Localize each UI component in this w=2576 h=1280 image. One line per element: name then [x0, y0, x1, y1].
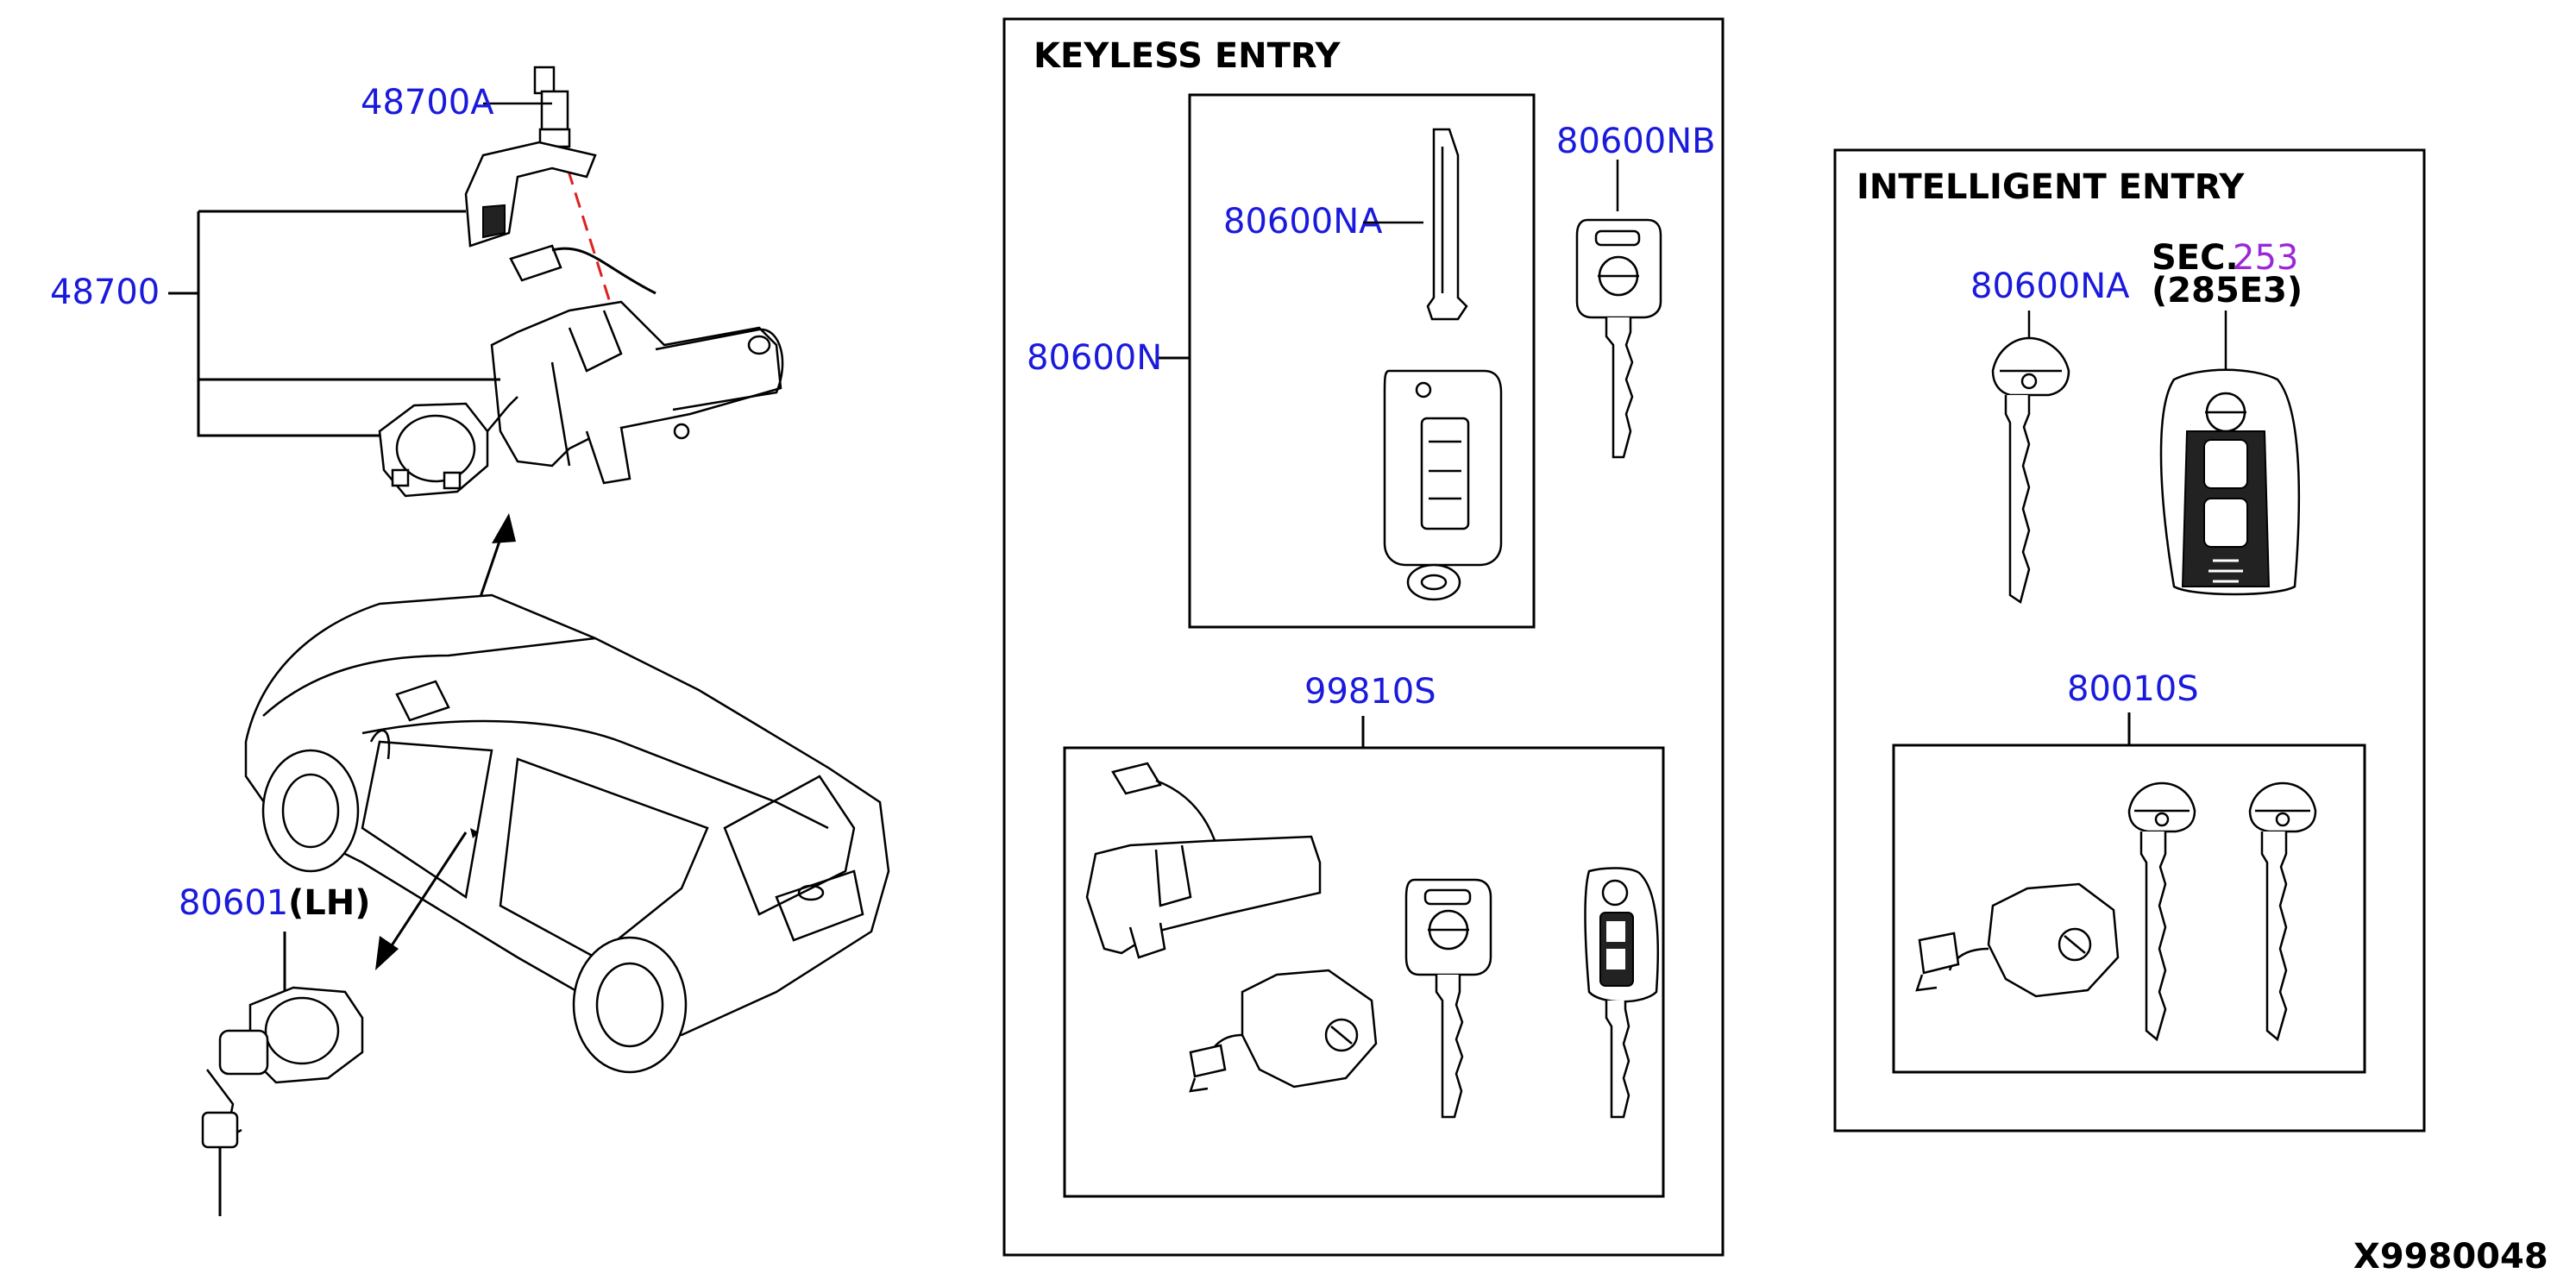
kit-99810S-box [1063, 746, 1665, 1198]
kit-intelligent-key [1584, 867, 1660, 1119]
keyless-entry-title: KEYLESS ENTRY [1034, 36, 1341, 76]
label-99810S: 99810S [1304, 672, 1436, 712]
kit-80010S-box [1892, 744, 2366, 1074]
intelligent-mechanical-key [1991, 336, 2070, 605]
label-80601: 80601 [179, 883, 288, 923]
label-sec-number: 253 [2233, 238, 2298, 278]
kit80010-key-2 [2248, 781, 2317, 1042]
label-80600NA-keyless: 80600NA [1223, 202, 1383, 242]
label-48700: 48700 [50, 273, 160, 312]
arrow-to-door-lock [375, 831, 468, 970]
shear-bolt-illustration [533, 66, 571, 148]
label-80600NB: 80600NB [1556, 122, 1716, 161]
kit80010-ignition-switch [1915, 882, 2120, 998]
kit-blade-key [1404, 878, 1492, 1119]
connector [509, 244, 562, 282]
label-80601-side: (LH) [288, 883, 371, 923]
steering-lock-body [490, 300, 784, 485]
label-80600N: 80600N [1027, 338, 1162, 378]
intelligent-entry-title: INTELLIGENT ENTRY [1857, 167, 2245, 207]
nb-key [1575, 218, 1662, 459]
label-48700A: 48700A [361, 83, 494, 122]
ignition-knob-switch [378, 396, 518, 498]
label-80010S: 80010S [2067, 669, 2199, 709]
label-sec-prefix: SEC. [2152, 238, 2239, 278]
intelligent-key-fob [2159, 368, 2301, 596]
keyless-entry-panel [1002, 17, 1725, 1257]
flip-key-blade [1426, 128, 1468, 321]
label-80600NA-intelligent: 80600NA [1970, 267, 2130, 306]
vehicle-illustration [244, 593, 890, 1074]
kit-ignition-switch [1189, 969, 1378, 1093]
kit-lock-body [1085, 762, 1322, 959]
flip-key-fob [1383, 369, 1503, 601]
kit80010-key-1 [2127, 781, 2196, 1042]
intelligent-entry-panel [1833, 148, 2426, 1133]
ignition-switch-group [168, 66, 784, 498]
diagram-id: X9980048 [2353, 1237, 2548, 1277]
keyless-key-box [1188, 93, 1536, 629]
door-lock-cylinder [201, 932, 364, 1216]
label-sec-sub: (285E3) [2152, 271, 2303, 311]
alignment-line [559, 146, 614, 311]
